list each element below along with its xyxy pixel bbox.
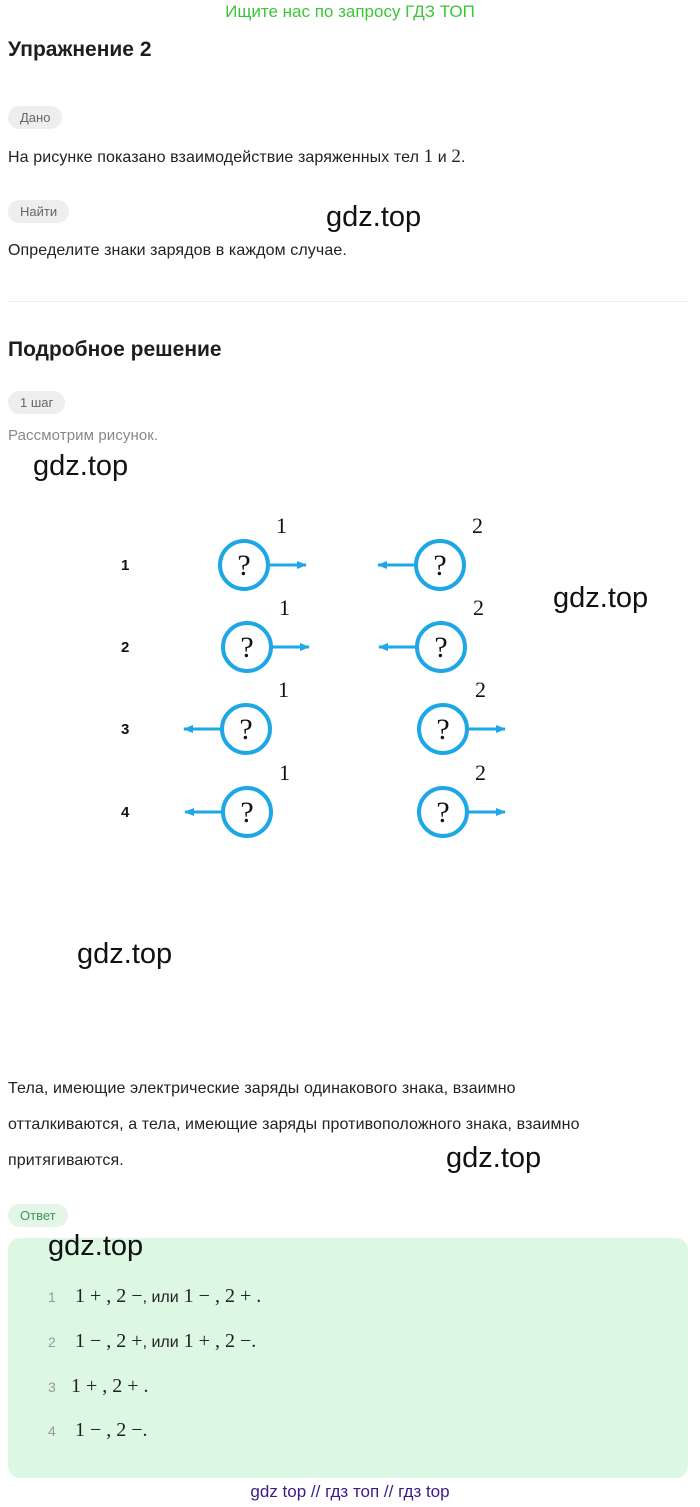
body-label-1: 1 [279,760,290,785]
body-label-2: 2 [475,677,486,702]
body-label-2: 2 [475,760,486,785]
charged-body-1 [221,621,273,673]
charged-body-1 [220,703,272,755]
charges-figure: 1? 1? 2 2? 1? 2 3? 1? 2 4? 1? 2 [121,513,506,838]
figure-row-4: 4? 1? 2 [121,760,506,838]
exercise-title: Упражнение 2 [8,38,152,61]
unknown-charge-mark: ? [433,549,446,582]
given-text: На рисунке показано взаимодействие заряж… [8,146,466,168]
row-number: 3 [121,721,129,738]
charged-body-2 [417,786,469,838]
answer-item-a: 1 − , 2 + [75,1330,143,1352]
unknown-charge-mark: ? [436,796,449,829]
find-tag: Найти [8,200,70,223]
find-text: Определите знаки зарядов в каждом случае… [8,242,347,259]
body-label-2: 2 [472,513,483,538]
given-conj: и [433,149,452,166]
answer-item-a: 1 + , 2 − [75,1285,143,1307]
body-label-1: 1 [276,513,287,538]
answer-item-a: 1 − , 2 −. [75,1419,148,1441]
given-body1: 1 [423,146,434,167]
answer-or: , или [142,1289,179,1306]
given-text-before: На рисунке показано взаимодействие заряж… [8,149,424,166]
watermark: gdz.top [33,450,129,482]
watermark: gdz.top [553,582,649,614]
figure-row-2: 2? 1? 2 [121,595,484,673]
figure-row-1: 1? 1? 2 [121,513,483,591]
given-tag-label: Дано [8,106,63,129]
figure-rows: 1? 1? 2 2? 1? 2 3? 1? 2 4? 1? 2 [121,513,506,838]
body-label-1: 1 [279,595,290,620]
step-tag: 1 шаг [8,391,66,414]
footer-links: gdz top // гдз топ // гдз top [250,1482,450,1501]
answer-tag-label: Ответ [8,1204,68,1227]
charged-body-2 [417,703,469,755]
section-divider [8,301,688,302]
watermark: gdz.top [77,938,173,970]
unknown-charge-mark: ? [240,631,253,664]
explanation-line-3: притягиваются. [8,1152,124,1169]
solution-title: Подробное решение [8,338,222,361]
body-label-2: 2 [473,595,484,620]
charged-body-2 [414,539,466,591]
charged-body-2 [415,621,467,673]
step-tag-label: 1 шаг [8,391,66,414]
answer-item-a: 1 + , 2 + . [71,1375,149,1397]
unknown-charge-mark: ? [240,796,253,829]
watermark: gdz.top [48,1230,144,1262]
answer-tag: Ответ [8,1204,68,1227]
row-number: 1 [121,557,129,574]
top-banner: Ищите нас по запросу ГДЗ ТОП [225,2,475,21]
unknown-charge-mark: ? [436,713,449,746]
step-text: Рассмотрим рисунок. [8,427,159,444]
figure-row-3: 3? 1? 2 [121,677,506,755]
answer-box [8,1238,688,1478]
answer-item-num: 4 [48,1423,56,1439]
watermark: gdz.top [446,1142,542,1174]
explanation-line-2: отталкиваются, а тела, имеющие заряды пр… [8,1116,580,1133]
find-tag-label: Найти [8,200,70,223]
answer-item-num: 3 [48,1379,56,1395]
answer-item-num: 1 [48,1289,56,1305]
answer-item-b: 1 − , 2 + . [183,1285,262,1307]
answer-item-3: 3 1 + , 2 + . [48,1375,149,1398]
given-tag: Дано [8,106,63,129]
answer-item-1: 1 1 + , 2 −, или 1 − , 2 + . [48,1285,261,1308]
answer-item-b: 1 + , 2 −. [183,1330,257,1352]
body-label-1: 1 [278,677,289,702]
given-text-after: . [460,149,466,166]
unknown-charge-mark: ? [239,713,252,746]
answer-or: , или [142,1334,179,1351]
row-number: 2 [121,639,129,656]
unknown-charge-mark: ? [434,631,447,664]
answer-item-num: 2 [48,1334,56,1350]
unknown-charge-mark: ? [237,549,250,582]
charged-body-1 [221,786,273,838]
charged-body-1 [218,539,270,591]
explanation-line-1: Тела, имеющие электрические заряды одина… [8,1080,516,1097]
row-number: 4 [121,804,130,821]
watermark: gdz.top [326,201,422,233]
given-body2: 2 [451,146,461,167]
answer-item-4: 4 1 − , 2 −. [48,1419,148,1442]
answer-item-2: 2 1 − , 2 +, или 1 + , 2 −. [48,1330,256,1353]
